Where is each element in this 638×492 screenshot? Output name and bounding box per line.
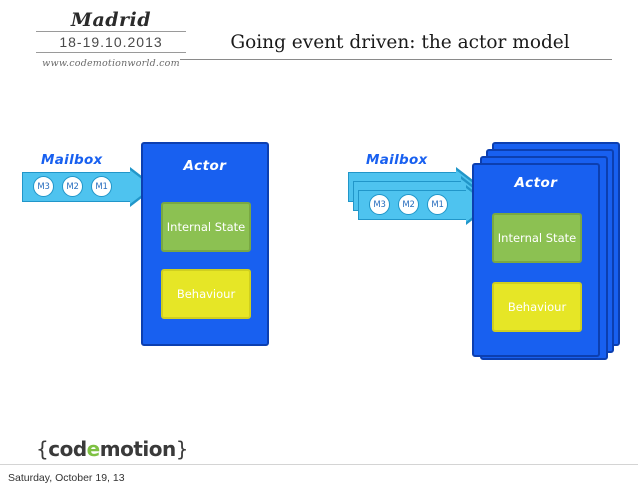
actor-label-right: Actor	[514, 175, 558, 191]
title-divider	[180, 59, 612, 60]
behaviour-box-right: Behaviour	[492, 282, 582, 332]
actor-box-left: Actor Internal State Behaviour	[141, 142, 269, 346]
brand-date: 18-19.10.2013	[36, 31, 186, 53]
logo-text-part2: motion	[99, 437, 176, 461]
actor-box-right: Actor Internal State Behaviour	[472, 163, 600, 357]
message-bubble: M3	[369, 194, 390, 215]
actor-label-left: Actor	[183, 158, 227, 174]
logo-brace-close: }	[175, 437, 189, 461]
presentation-bottom-bar: Saturday, October 19, 13	[0, 464, 638, 492]
logo-accent-letter: e	[86, 437, 101, 461]
logo-text-part1: cod	[48, 437, 87, 461]
slide-canvas: Madrid 18-19.10.2013 www.codemotionworld…	[22, 10, 620, 461]
brand-city: Madrid	[70, 9, 152, 31]
internal-state-box-left: Internal State	[161, 202, 251, 252]
message-bubble: M2	[62, 176, 83, 197]
page-title: Going event driven: the actor model	[230, 32, 570, 53]
logo-brace-open: {	[36, 437, 49, 461]
message-bubble: M1	[427, 194, 448, 215]
event-brand-block: Madrid 18-19.10.2013 www.codemotionworld…	[36, 10, 186, 69]
message-bubble: M3	[33, 176, 54, 197]
brand-url: www.codemotionworld.com	[42, 58, 180, 69]
date-stamp: Saturday, October 19, 13	[8, 472, 125, 484]
mailbox-label-left: Mailbox	[41, 152, 103, 168]
internal-state-box-right: Internal State	[492, 213, 582, 263]
mailbox-label-right: Mailbox	[366, 152, 428, 168]
message-bubble: M1	[91, 176, 112, 197]
behaviour-box-left: Behaviour	[161, 269, 251, 319]
codemotion-logo: {codemotion}	[36, 437, 188, 461]
message-bubble: M2	[398, 194, 419, 215]
